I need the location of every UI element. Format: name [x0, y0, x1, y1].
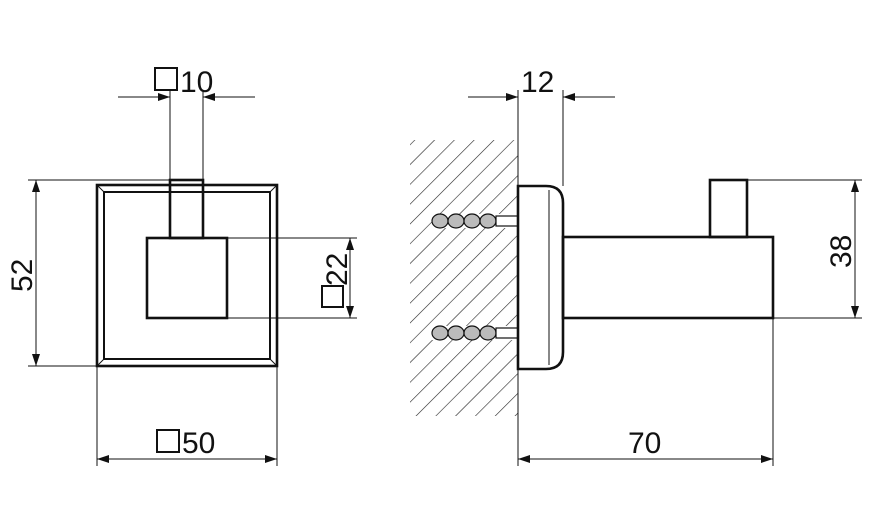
dimension-hook: 10: [180, 66, 213, 99]
square-section-symbol: [156, 429, 180, 453]
wall-hatching: [410, 140, 518, 416]
wall-anchor-upper: [431, 213, 519, 229]
dimension-plate-thickness: 12: [521, 66, 554, 99]
mounting-plate: [516, 184, 565, 371]
hook-arm: [561, 235, 775, 320]
chamfer-line: [96, 358, 105, 367]
base-plate-inner: [103, 191, 271, 360]
chamfer-line: [269, 184, 278, 193]
side-view: 12 70 38: [410, 66, 862, 466]
dimension-block: 22: [321, 253, 354, 286]
chamfer-line: [269, 358, 278, 367]
central-block: [145, 236, 229, 320]
wall-anchor-lower: [431, 325, 519, 341]
front-view: 10 52 22 50: [6, 66, 357, 466]
square-section-symbol: [321, 285, 344, 308]
dimension-base: 50: [182, 427, 215, 460]
dimension-height: 52: [6, 259, 39, 292]
hook-upright: [708, 178, 749, 239]
chamfer-line: [96, 184, 105, 193]
square-section-symbol: [154, 67, 178, 91]
dimension-hook-height: 38: [825, 235, 858, 268]
hook-stem: [168, 178, 205, 240]
dimension-projection: 70: [628, 427, 661, 460]
base-plate-outer: [95, 183, 279, 368]
